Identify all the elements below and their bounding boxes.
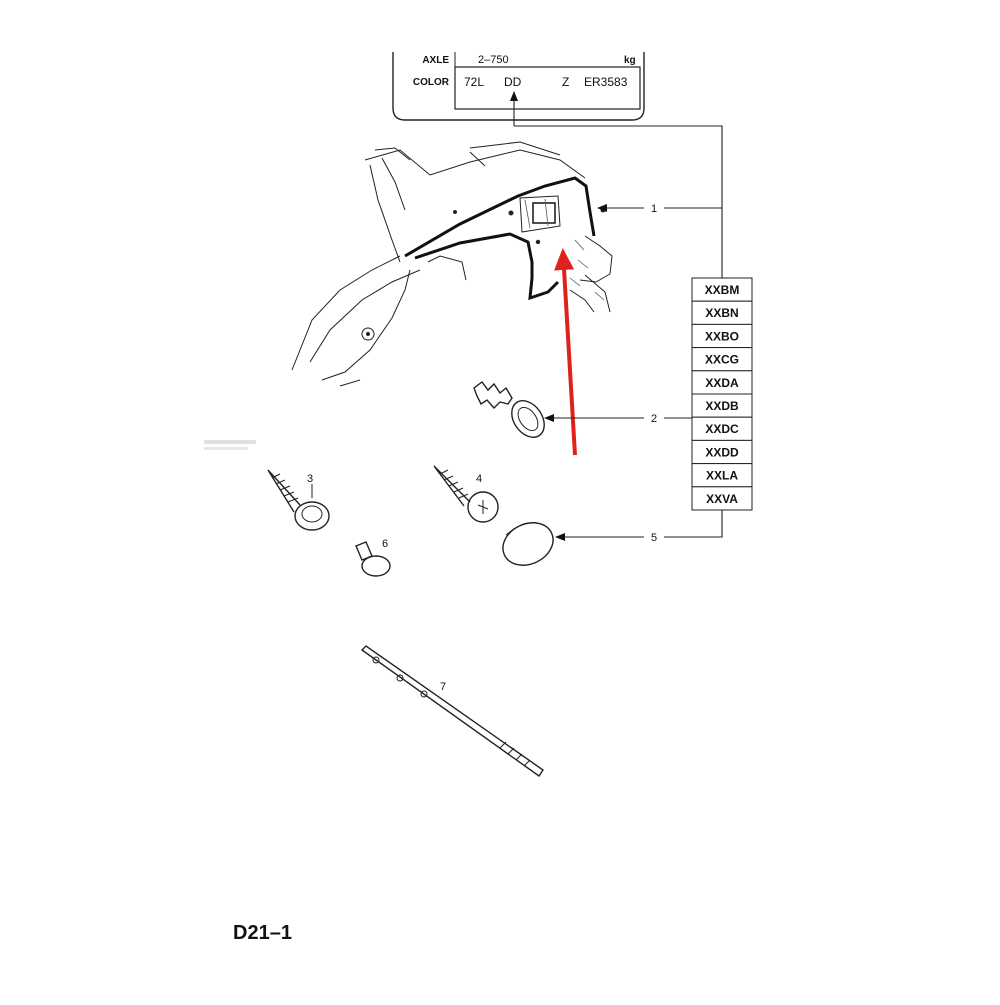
- part-7-strap: 7: [360, 645, 544, 777]
- axle-value: 2–750: [478, 54, 509, 66]
- option-code-text: XXVA: [706, 492, 738, 506]
- color-code-1: 72L: [464, 75, 484, 89]
- axle-unit: kg: [624, 55, 636, 66]
- part-2-push-clip: 2: [473, 381, 692, 438]
- option-code-cell: XXBM: [691, 277, 753, 302]
- color-label: COLOR: [413, 77, 450, 88]
- watermark: [204, 440, 256, 450]
- part-3-screw: 3: [267, 469, 330, 531]
- color-code-4: ER3583: [584, 75, 628, 89]
- part-4-screw: 4: [433, 465, 499, 523]
- option-code-cell: XXBO: [691, 323, 753, 349]
- callout-1-label: 1: [651, 203, 657, 215]
- callout-3-label: 3: [307, 473, 313, 485]
- option-code-text: XXBN: [705, 306, 738, 320]
- part-6-pin: 6: [355, 538, 391, 577]
- plate-leader-line: [514, 125, 723, 278]
- option-code-text: XXCG: [705, 353, 739, 367]
- option-code-text: XXDB: [705, 399, 739, 413]
- option-code-cell: XXDB: [691, 393, 753, 418]
- option-code-cell: XXDA: [691, 370, 753, 395]
- callout-2-label: 2: [651, 413, 657, 425]
- callout-1: 1: [597, 203, 722, 215]
- plate-outline: [392, 52, 645, 121]
- code-leader-bottom: [664, 510, 723, 538]
- highlight-arrow: [554, 248, 577, 456]
- option-code-cell: XXBN: [691, 300, 753, 325]
- callout-7-label: 7: [440, 681, 446, 693]
- option-code-column: XXBM XXBN XXBO XXCG XXDA XXDB XXDC XXDD XXLA XXVA: [691, 277, 753, 511]
- callout-5-label: 5: [651, 532, 657, 544]
- option-code-text: XXBO: [705, 329, 739, 343]
- quarter-trim-illustration: [291, 141, 613, 387]
- option-code-cell: XXVA: [691, 486, 753, 511]
- figure-id: D21–1: [233, 922, 292, 944]
- option-code-text: XXLA: [706, 469, 738, 483]
- option-code-cell: XXDD: [691, 439, 753, 465]
- label-plate: AXLE 2–750 kg COLOR 72L DD Z ER3583: [392, 52, 645, 126]
- option-code-text: XXBM: [705, 283, 740, 297]
- part-5-cap: 5: [502, 522, 657, 566]
- option-code-cell: XXLA: [691, 463, 753, 488]
- option-code-text: XXDD: [705, 445, 739, 459]
- option-code-cells: XXBM XXBN XXBO XXCG XXDA XXDB XXDC XXDD XXLA XXVA: [691, 277, 753, 511]
- axle-label: AXLE: [422, 55, 449, 66]
- callout-4-label: 4: [476, 473, 482, 485]
- callout-6-label: 6: [382, 538, 388, 550]
- option-code-text: XXDC: [705, 422, 739, 436]
- option-code-cell: XXCG: [691, 347, 753, 372]
- color-code-2: DD: [504, 75, 522, 89]
- option-code-cell: XXDC: [691, 416, 753, 441]
- color-code-3: Z: [562, 75, 569, 89]
- option-code-text: XXDA: [705, 376, 739, 390]
